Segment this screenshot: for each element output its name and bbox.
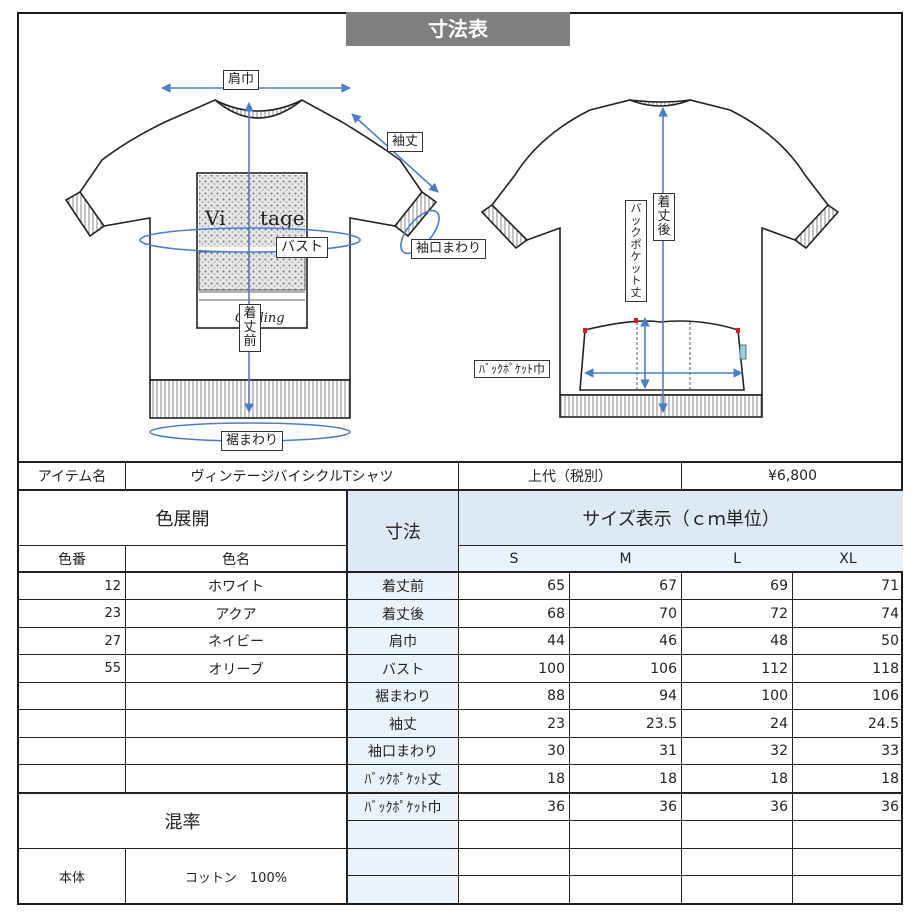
size-header-xl: XL: [839, 550, 857, 567]
size-value-cell: 48: [770, 633, 788, 649]
back-collar: [629, 99, 691, 107]
size-value-cell: 100: [538, 660, 565, 677]
front-shirt: [64, 99, 438, 419]
color-no: 55: [104, 661, 121, 676]
dim-label-pocket-length: ﾊﾞｯｸﾎﾟｹｯﾄ丈: [348, 765, 458, 792]
dim-label-bust: バスト: [348, 655, 458, 682]
color-name-header: 色名: [222, 551, 250, 568]
back-left-cuff: [480, 203, 529, 250]
size-value-cell: 118: [872, 660, 899, 677]
size-value-cell: 18: [659, 770, 677, 787]
color-no: 12: [104, 578, 121, 594]
size-value-cell: 36: [770, 799, 788, 815]
color-name: ホワイト: [208, 579, 264, 595]
color-section-title: 色展開: [155, 509, 210, 530]
page-title: 寸法表: [346, 12, 570, 46]
dim-label-sleeve: 袖丈: [348, 710, 458, 737]
size-value-cell: 65: [547, 578, 565, 594]
item-name-label: アイテム名: [37, 469, 107, 485]
bust-ellipse: [139, 227, 361, 253]
dim-label-hem: 裾まわり: [348, 683, 458, 709]
size-value-cell: 31: [659, 743, 677, 759]
size-value-cell: 68: [547, 605, 565, 622]
size-value-cell: 18: [770, 770, 788, 787]
size-value-cell: 106: [650, 660, 677, 677]
size-value-cell: 112: [761, 660, 788, 677]
size-value-cell: 67: [659, 578, 677, 594]
size-value-cell: 100: [761, 688, 788, 704]
dim-label-front-length: 着丈前: [348, 573, 458, 599]
size-header-s: S: [509, 550, 519, 567]
hem-label: 裾まわり: [221, 431, 284, 451]
price-label: 上代（税別）: [528, 469, 612, 485]
sleeve-arrow: [351, 113, 439, 193]
dim-label-pocket-width: ﾊﾞｯｸﾎﾟｹｯﾄ巾: [348, 794, 458, 820]
color-name: アクア: [215, 606, 257, 623]
color-name: オリーブ: [208, 661, 264, 678]
size-value-cell: 32: [770, 743, 788, 759]
garment-diagram: Vi tage Cycling: [64, 83, 840, 442]
print-logo-text-tail: tage: [260, 206, 305, 230]
size-value-cell: 74: [881, 605, 899, 622]
size-value-cell: 94: [659, 688, 677, 704]
size-value-cell: 33: [881, 743, 899, 759]
back-hem-band: [559, 394, 763, 418]
front-length-label: 着丈前: [239, 304, 261, 352]
size-value-cell: 46: [659, 633, 677, 649]
back-pocket: [579, 320, 745, 391]
size-value-cell: 69: [770, 578, 788, 594]
color-name: ネイビー: [208, 634, 264, 650]
color-no: 23: [104, 606, 121, 621]
color-no-header: 色番: [58, 551, 86, 568]
print-logo-text: Vi: [204, 206, 226, 230]
back-pocket-length-label: バックポケット丈: [625, 200, 647, 302]
back-length-label: 着丈後: [653, 193, 675, 241]
front-left-cuff: [64, 190, 106, 238]
size-value-cell: 50: [881, 633, 899, 649]
size-value-cell: 88: [547, 688, 565, 704]
size-value-cell: 23: [547, 715, 565, 732]
size-value-cell: 44: [547, 633, 565, 649]
dim-label-cuff: 袖口まわり: [348, 738, 458, 764]
blend-material: コットン 100%: [184, 870, 288, 886]
color-no: 27: [104, 633, 121, 649]
size-display-header: サイズ表示（ｃｍ単位）: [582, 509, 780, 530]
size-value-cell: 18: [881, 770, 899, 787]
size-header-l: L: [733, 550, 741, 567]
shoulder-label: 肩巾: [223, 70, 260, 90]
size-value-cell: 36: [547, 799, 565, 815]
front-hem-band: [149, 379, 351, 419]
size-header-m: M: [619, 550, 632, 567]
size-value-cell: 30: [547, 743, 565, 759]
size-value-cell: 106: [872, 688, 899, 704]
size-value-cell: 23.5: [645, 715, 677, 732]
price-value: ¥6,800: [768, 468, 817, 484]
size-value-cell: 70: [659, 605, 677, 622]
dimension-header: 寸法: [385, 522, 421, 543]
size-value-cell: 36: [881, 799, 899, 815]
back-right-cuff: [793, 203, 840, 250]
size-value-cell: 18: [547, 770, 565, 787]
size-value-cell: 71: [881, 578, 899, 594]
size-value-cell: 36: [659, 799, 677, 815]
dim-label-back-length: 着丈後: [348, 600, 458, 627]
size-value-cell: 24.5: [867, 715, 899, 732]
bust-label: バスト: [276, 237, 328, 258]
blend-part: 本体: [58, 870, 85, 886]
front-right-cuff: [393, 190, 438, 238]
item-name: ヴィンテージバイシクルTシャツ: [190, 469, 394, 485]
dim-label-shoulder: 肩巾: [348, 628, 458, 654]
sleeve-length-label: 袖丈: [387, 132, 424, 152]
cuff-label: 袖口まわり: [411, 239, 487, 259]
size-value-cell: 24: [770, 715, 788, 732]
front-collar: [214, 99, 303, 119]
blend-title: 混率: [164, 812, 201, 833]
back-pocket-width-label: ﾊﾞｯｸﾎﾟｹｯﾄ巾: [474, 360, 551, 379]
size-value-cell: 72: [770, 605, 788, 622]
